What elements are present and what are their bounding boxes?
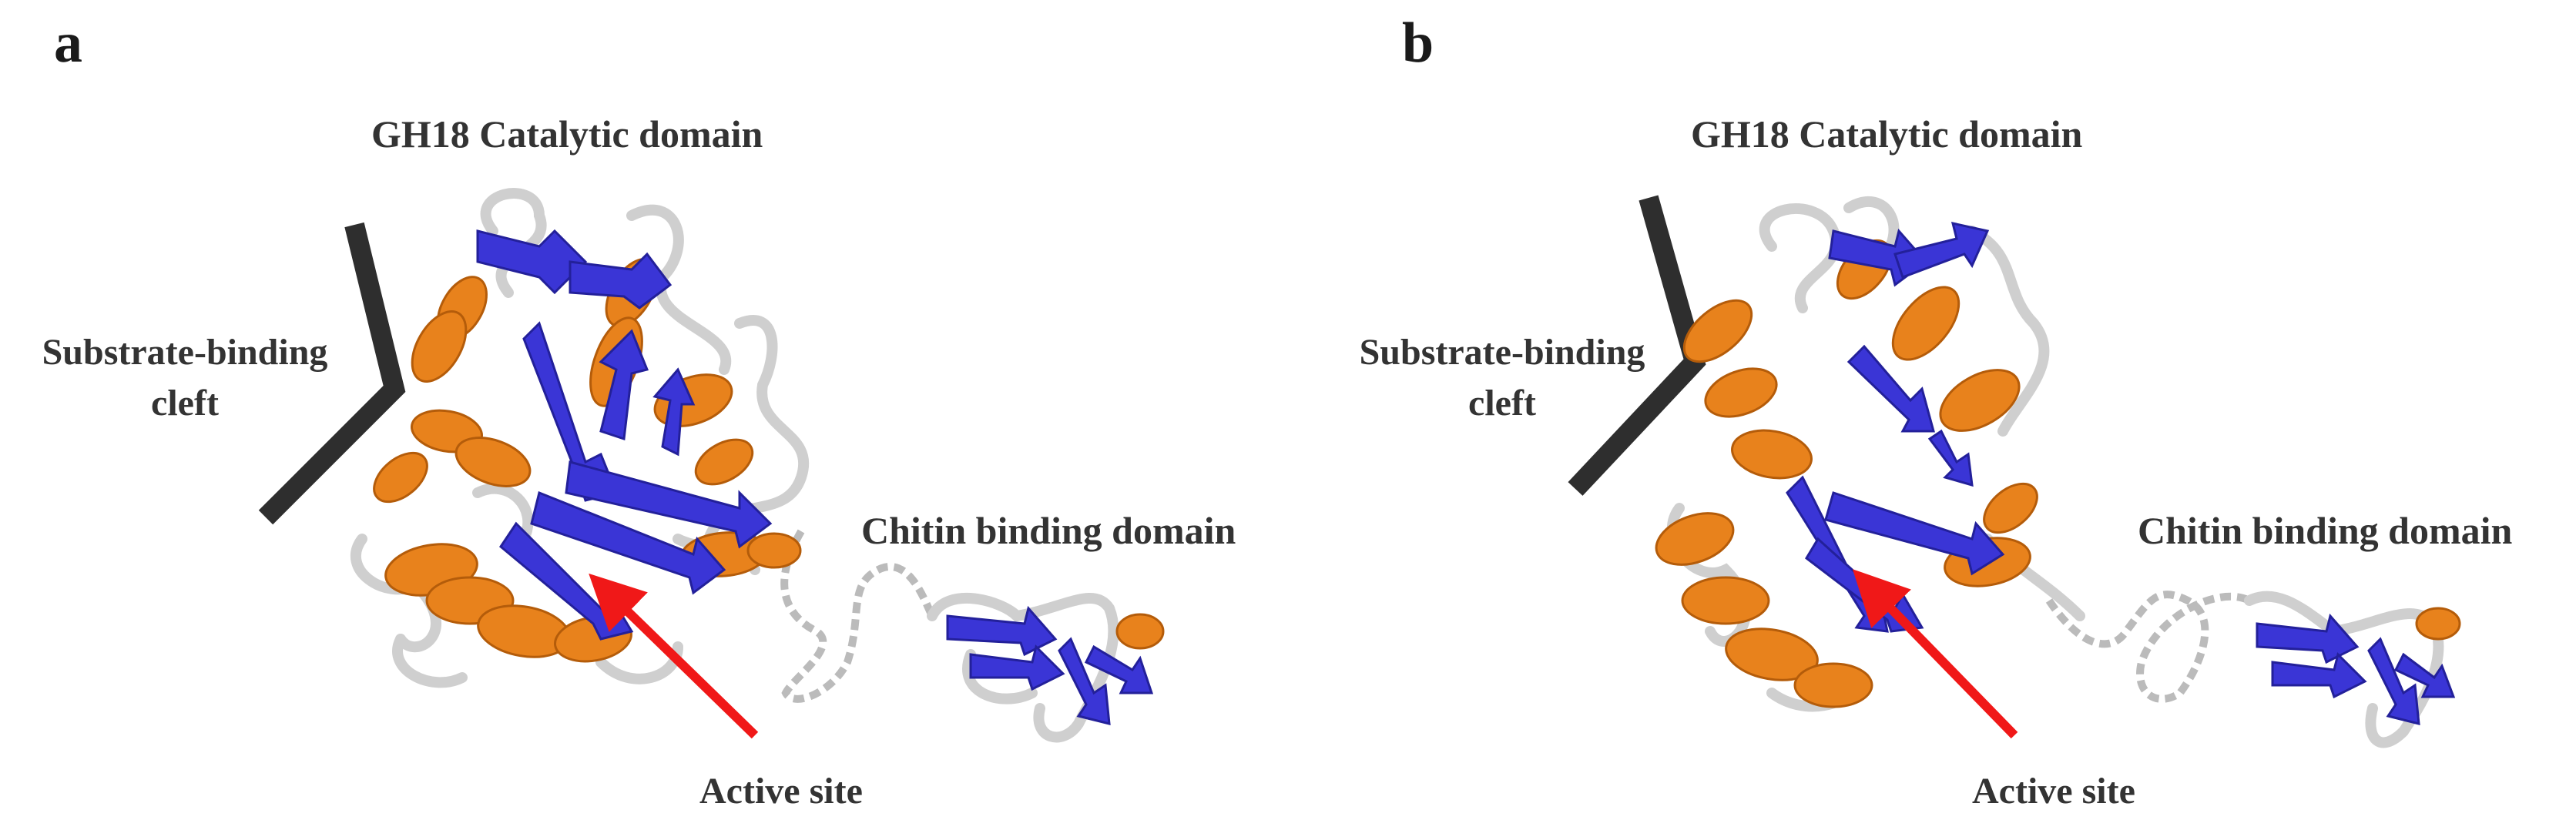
panel-a-structure [258,188,1165,743]
panel-b-cleft-label-line1: Substrate-binding [1359,332,1645,373]
panel-a-cleft-label-line2: cleft [151,383,219,423]
panel-a-letter: a [54,12,82,75]
panel-b-structure [1568,195,2461,748]
panel-a-cleft-marker [258,222,406,525]
panel-b-chitin-domain [2244,591,2461,748]
panel-a-linker [780,529,936,703]
panel-a-catalytic-domain-label: GH18 Catalytic domain [371,112,763,156]
panel-b-active-site-arrow [1852,569,2018,739]
panel-b-linker [2045,591,2252,703]
panel-b-chitin-domain-label: Chitin binding domain [2138,509,2513,552]
panel-b-active-site-label: Active site [1972,771,2135,812]
panel-b-cleft-label-line2: cleft [1468,383,1536,423]
panel-a-chitin-domain [927,593,1165,743]
panel-b-letter: b [1402,12,1434,75]
panel-a-active-site-arrow [589,573,759,739]
panel-a-cleft-label: Substrate-binding cleft [15,327,354,429]
panel-a-sheets [476,229,773,641]
panel-a-cleft-label-line1: Substrate-binding [42,332,328,373]
panel-a-active-site-label: Active site [699,771,863,812]
panel-b-catalytic-domain-label: GH18 Catalytic domain [1691,112,2083,156]
panel-a-chitin-domain-label: Chitin binding domain [861,509,1236,552]
panel-b-cleft-label: Substrate-binding cleft [1333,327,1672,429]
panel-b-sheets [1786,222,2005,633]
